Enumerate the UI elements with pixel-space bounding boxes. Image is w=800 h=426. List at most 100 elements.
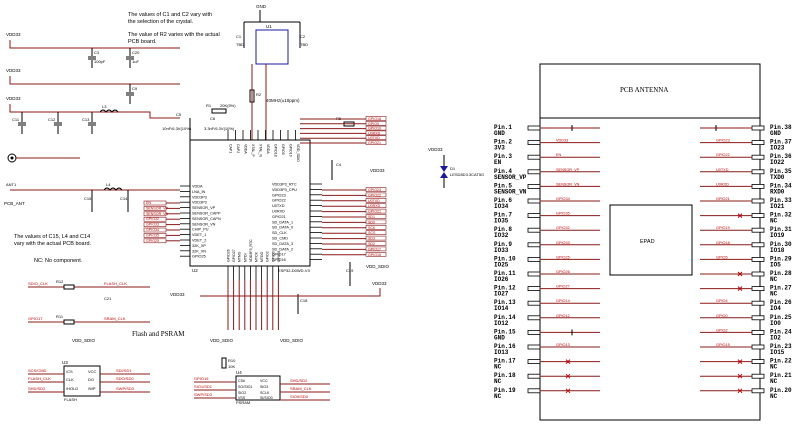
u2-right-pin: U0TXD — [272, 204, 285, 208]
module-net-label: EN — [556, 153, 562, 157]
u2-right-pin: VDD3P3_CPU — [272, 188, 297, 192]
module-net-label: U0TXD — [716, 168, 729, 172]
inductor-l3: L3 — [99, 104, 119, 113]
right-net-label: SD3 — [368, 237, 375, 241]
right-net-label: GPIO21 — [368, 210, 381, 214]
module-net-label: GPIO34 — [556, 197, 570, 201]
svg-text:10K: 10K — [228, 364, 235, 369]
svg-text:CLK: CLK — [66, 377, 74, 382]
svg-text:3.3nF/6.3V(10%): 3.3nF/6.3V(10%) — [204, 126, 235, 131]
svg-text:NC: NC — [494, 393, 502, 400]
vdd33-label-3: VDD33 — [6, 96, 21, 101]
u2-top-pin: XTAL_P — [251, 144, 255, 157]
svg-text:FLASH: FLASH — [64, 397, 77, 402]
left-net-label: GPIO32 — [146, 217, 159, 221]
svg-text:IO25: IO25 — [494, 261, 509, 268]
svg-text:IO35: IO35 — [494, 218, 509, 225]
note-nc: NC: No component. — [34, 258, 83, 264]
svg-text:C5: C5 — [176, 112, 182, 117]
svg-text:Pin.38: Pin.38 — [770, 124, 792, 131]
u2-left-pin: SENSOR_VN — [192, 222, 216, 226]
svg-text:Pin.8: Pin.8 — [494, 226, 512, 233]
svg-text:Pin.33: Pin.33 — [770, 197, 792, 204]
left-net-label: SENSOR_VN — [146, 212, 169, 216]
left-net-label: GPIO34 — [146, 228, 159, 232]
u2-top-pin: GPIO5 — [281, 144, 285, 155]
svg-text:SCLK: SCLK — [260, 391, 270, 395]
svg-text:C6: C6 — [210, 116, 216, 121]
u2-top-pin: GPIO18 — [274, 144, 278, 157]
svg-text:Pin.30: Pin.30 — [770, 241, 792, 248]
svg-text:FLASH_CLK: FLASH_CLK — [28, 376, 51, 381]
flash-chip-u3: VDD_SDIO U3 FLASH SCS/CMD FLASH_CLK SHD/… — [28, 338, 150, 402]
module-net-label: GPIO18 — [716, 241, 730, 245]
psram-chip-u4: VDD_SDIO VDD_SDIO R10 10K U4 PSRAM CS# S… — [194, 338, 330, 405]
svg-text:CS#: CS# — [238, 379, 245, 383]
module-net-label: GPIO4 — [716, 299, 728, 303]
u2-right-pin: U0RXD — [272, 210, 285, 214]
svg-text:R12: R12 — [56, 279, 64, 284]
capacitor-c11: C11 — [12, 112, 26, 134]
svg-text:C21: C21 — [104, 296, 112, 301]
top-net-label: GPIO5 — [368, 122, 379, 126]
svg-text:L3: L3 — [102, 104, 107, 109]
svg-text:C20: C20 — [132, 50, 140, 55]
svg-text:Pin.20: Pin.20 — [770, 387, 792, 394]
svg-text:TBD: TBD — [300, 42, 308, 47]
svg-text:C14: C14 — [120, 196, 128, 201]
svg-text:Pin.35: Pin.35 — [770, 168, 792, 175]
svg-text:SIO2: SIO2 — [238, 391, 246, 395]
note-crystal-1: The values of C1 and C2 vary with — [128, 12, 212, 18]
svg-text:LESD8D3.3CAT5G: LESD8D3.3CAT5G — [450, 172, 484, 177]
capacitor-c4: C4 — [331, 160, 342, 180]
svg-text:SRAM_CLK: SRAM_CLK — [290, 386, 312, 391]
left-net-label: SENSOR_VP — [146, 206, 169, 210]
svg-text:IO14: IO14 — [494, 305, 509, 312]
left-net-label: EN — [146, 201, 151, 205]
svg-text:C13: C13 — [82, 117, 90, 122]
module-net-label: GPIO21 — [716, 197, 730, 201]
svg-text:Pin.29: Pin.29 — [770, 255, 792, 262]
svg-text:C4: C4 — [336, 162, 342, 167]
module-net-label: GPIO13 — [556, 343, 570, 347]
u2-left-pin: VDD3P3 — [192, 195, 207, 199]
svg-text:IO21: IO21 — [770, 203, 785, 210]
svg-text:100pF: 100pF — [94, 59, 106, 64]
u2-bottom-pin: MTDI — [243, 253, 247, 262]
module-net-label: SENSOR_VP — [556, 168, 580, 172]
right-net-label: U0RXD — [368, 204, 381, 208]
svg-text:NC: NC — [494, 364, 502, 371]
svg-text:SENSOR_VN: SENSOR_VN — [494, 188, 527, 195]
u2-right-pin: GPIO16 — [272, 258, 286, 262]
module-net-label: GPIO27 — [556, 285, 570, 289]
resistor-r5: R5 — [336, 116, 355, 127]
inductor-l4: L4 — [103, 182, 123, 191]
svg-text:L4: L4 — [106, 182, 111, 187]
module-net-label: GPIO22 — [716, 153, 730, 157]
svg-text:SHD/SD2: SHD/SD2 — [28, 386, 46, 391]
svg-text:SI/SIO0: SI/SIO0 — [260, 396, 273, 400]
svg-text:C11: C11 — [12, 117, 20, 122]
svg-text:U4: U4 — [236, 370, 242, 375]
svg-text:VCC: VCC — [260, 379, 268, 383]
module-net-label: U0RXD — [716, 182, 729, 186]
u2-top-pin: VDD_SDIO — [296, 144, 300, 162]
svg-text:R2: R2 — [256, 92, 262, 97]
right-net-label: GPIO22 — [368, 193, 381, 197]
